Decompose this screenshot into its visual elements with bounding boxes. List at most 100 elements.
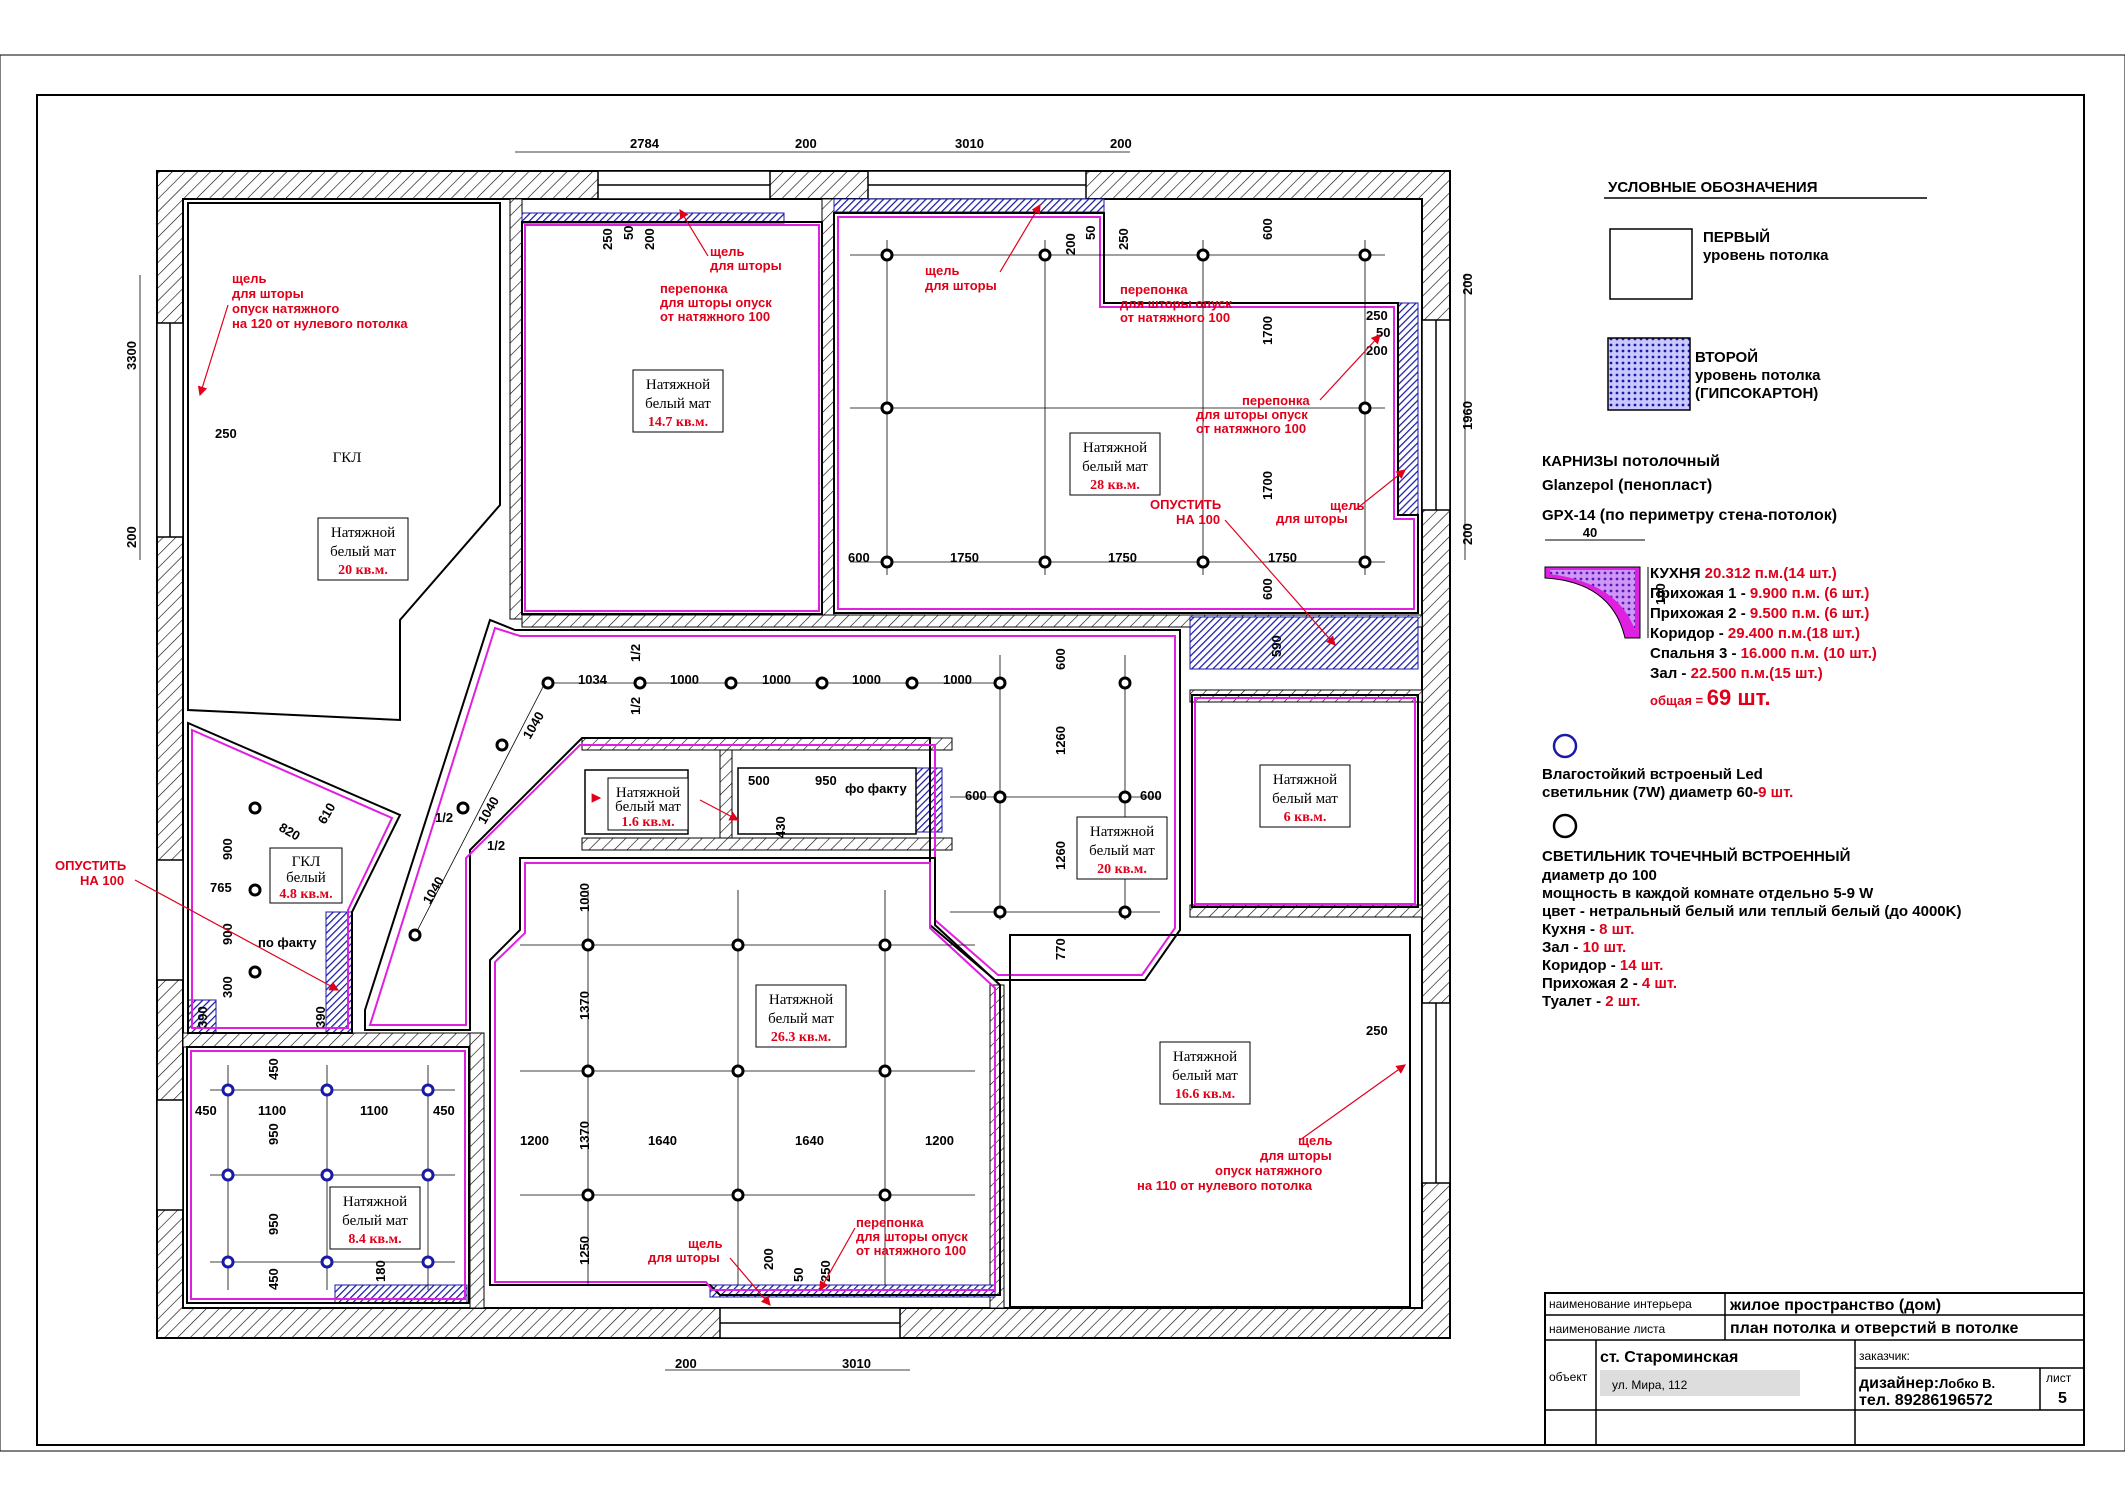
tb-sheet-no: 5 bbox=[2058, 1390, 2067, 1407]
room-6-l2: белый мат bbox=[768, 1011, 834, 1027]
dim-250-c: 250 bbox=[1366, 308, 1388, 323]
room-4-l1: Натяжной bbox=[1090, 824, 1154, 840]
legend-first-1: ПЕРВЫЙ bbox=[1703, 228, 1770, 246]
dim-top-1: 2784 bbox=[630, 136, 660, 151]
dim-600-d: 600 bbox=[1140, 788, 1162, 803]
spot-count-1-value: 8 шт. bbox=[1599, 921, 1634, 938]
dim-200-b: 200 bbox=[1063, 233, 1078, 255]
dim-1040-a: 1040 bbox=[520, 709, 547, 742]
cornice-row-6: Зал - 22.500 п.м.(15 шт.) bbox=[1650, 665, 1823, 682]
legend-led-2-text: светильник (7W) диаметр 60- bbox=[1542, 784, 1758, 801]
tb-street-blurred bbox=[1600, 1370, 1800, 1396]
dim-180: 180 bbox=[373, 1260, 388, 1282]
legend-brand-name: Glanzepol bbox=[1542, 477, 1614, 494]
dim-200-a: 200 bbox=[642, 228, 657, 250]
dim-300: 300 bbox=[220, 976, 235, 998]
dim-1000-c: 1000 bbox=[852, 672, 881, 687]
legend-second-2: уровень потолка bbox=[1695, 367, 1821, 384]
note-per-c2: для шторы опуск bbox=[1196, 407, 1308, 422]
dim-1000-a: 1000 bbox=[670, 672, 699, 687]
legend-second-3: (ГИПСОКАРТОН) bbox=[1695, 385, 1818, 402]
room-3-l2: белый мат bbox=[1082, 459, 1148, 475]
cornice-row-1-name: КУХНЯ bbox=[1650, 565, 1705, 582]
cornice-row-4-name: Коридор - bbox=[1650, 625, 1728, 642]
drawing-frame bbox=[36, 94, 2085, 1446]
note-slot120-2: для шторы bbox=[232, 286, 304, 301]
tb-designer-name: Лобко В. bbox=[1939, 1376, 1995, 1391]
dim-50-z: 50 bbox=[791, 1268, 806, 1282]
note-per-a1: перепонка bbox=[660, 281, 728, 296]
room-8-l2: белый мат bbox=[342, 1213, 408, 1229]
room-9-area: 1.6 кв.м. bbox=[621, 815, 674, 830]
tb-interior-value: жилое пространство (дом) bbox=[1729, 1297, 1941, 1314]
cornice-row-5-name: Спальня 3 - bbox=[1650, 645, 1741, 662]
dim-half-a: 1/2 bbox=[628, 644, 643, 662]
dim-950: 950 bbox=[815, 773, 837, 788]
dim-1200-a: 1200 bbox=[520, 1133, 549, 1148]
led-light-icon bbox=[1552, 733, 1578, 759]
cornice-row-3-name: Прихожая 2 - bbox=[1650, 605, 1750, 622]
note-slot120-1: щель bbox=[232, 271, 266, 286]
room-9-l1: Натяжной bbox=[616, 785, 680, 801]
room-9-l2: белый мат bbox=[615, 799, 681, 815]
legend-first-swatch bbox=[1609, 228, 1693, 300]
note-lower-b1: ОПУСТИТЬ bbox=[55, 858, 126, 873]
dim-1640-a: 1640 bbox=[648, 1133, 677, 1148]
dim-right-3: 200 bbox=[1460, 523, 1475, 545]
cornice-row-5-value: 16.000 п.м. (10 шт.) bbox=[1741, 645, 1877, 662]
legend-second-1: ВТОРОЙ bbox=[1695, 348, 1758, 366]
note-slot120-3: опуск натяжного bbox=[232, 301, 339, 316]
cornice-row-6-value: 22.500 п.м.(15 шт.) bbox=[1691, 665, 1823, 682]
note-per-a3: от натяжного 100 bbox=[660, 309, 770, 324]
note-per-b2: для шторы опуск bbox=[1120, 296, 1232, 311]
windows bbox=[156, 170, 1451, 1339]
legend-model-name: GPX-14 bbox=[1542, 507, 1596, 524]
legend-cornice-head-rest: потолочный bbox=[1618, 453, 1720, 470]
dim-1000-d: 1000 bbox=[943, 672, 972, 687]
dim-50-b: 50 bbox=[1083, 226, 1098, 240]
legend-led-1: Влагостойкий встроеный Led bbox=[1542, 766, 1763, 783]
dim-250-r: 250 bbox=[1366, 1023, 1388, 1038]
room-7-area: 16.6 кв.м. bbox=[1175, 1087, 1235, 1102]
legend-cornice: КАРНИЗЫ потолочный bbox=[1542, 453, 1720, 470]
note-per-b1: перепонка bbox=[1120, 282, 1188, 297]
cornice-row-6-name: Зал - bbox=[1650, 665, 1691, 682]
note-slot110-1: щель bbox=[1298, 1133, 1332, 1148]
spot-count-5-name: Туалет - bbox=[1542, 993, 1605, 1010]
cornice-row-1-value: 20.312 п.м.(14 шт.) bbox=[1705, 565, 1837, 582]
spot-count-2-value: 10 шт. bbox=[1583, 939, 1627, 956]
note-slot110-2: для шторы bbox=[1260, 1148, 1332, 1163]
dim-600-k2: 600 bbox=[1053, 648, 1068, 670]
dim-1000-b: 1000 bbox=[762, 672, 791, 687]
dim-250-b: 250 bbox=[1116, 228, 1131, 250]
room-1-l1: Натяжной bbox=[331, 525, 395, 541]
dim-50-a: 50 bbox=[621, 226, 636, 240]
room-1-area: 20 кв.м. bbox=[338, 563, 388, 578]
dim-left-3: 200 bbox=[124, 526, 139, 548]
legend-title: УСЛОВНЫЕ ОБОЗНАЧЕНИЯ bbox=[1608, 179, 1817, 196]
dim-top-4: 200 bbox=[1110, 136, 1132, 151]
dim-430: 430 bbox=[773, 816, 788, 838]
dim-left-2: 250 bbox=[215, 426, 237, 441]
cornice-row-3-value: 9.500 п.м. (6 шт.) bbox=[1750, 605, 1870, 622]
room-10-l1: ГКЛ bbox=[292, 854, 321, 870]
tb-designer-label: дизайнер: bbox=[1859, 1375, 1939, 1392]
note-slot110-3: опуск натяжного bbox=[1215, 1163, 1322, 1178]
dim-820: 820 bbox=[277, 820, 303, 844]
cornice-row-2-name: Прихожая 1 - bbox=[1650, 585, 1750, 602]
legend-spot-1: диаметр до 100 bbox=[1542, 867, 1657, 884]
dim-half-b: 1/2 bbox=[628, 697, 643, 715]
spot-count-5: Туалет - 2 шт. bbox=[1542, 993, 1640, 1010]
tb-sheet-value: план потолка и отверстий в потолке bbox=[1730, 1320, 2019, 1337]
spot-count-4: Прихожая 2 - 4 шт. bbox=[1542, 975, 1677, 992]
spot-count-3: Коридор - 14 шт. bbox=[1542, 957, 1663, 974]
dim-590: 590 bbox=[1269, 635, 1284, 657]
dim-right-1: 200 bbox=[1460, 273, 1475, 295]
dim-1370-b: 1370 bbox=[577, 1121, 592, 1150]
cornice-row-4-value: 29.400 п.м.(18 шт.) bbox=[1728, 625, 1860, 642]
light-grid bbox=[210, 240, 1385, 1290]
note-slot120-4: на 120 от нулевого потолка bbox=[232, 316, 408, 331]
dim-900-a: 900 bbox=[220, 838, 235, 860]
